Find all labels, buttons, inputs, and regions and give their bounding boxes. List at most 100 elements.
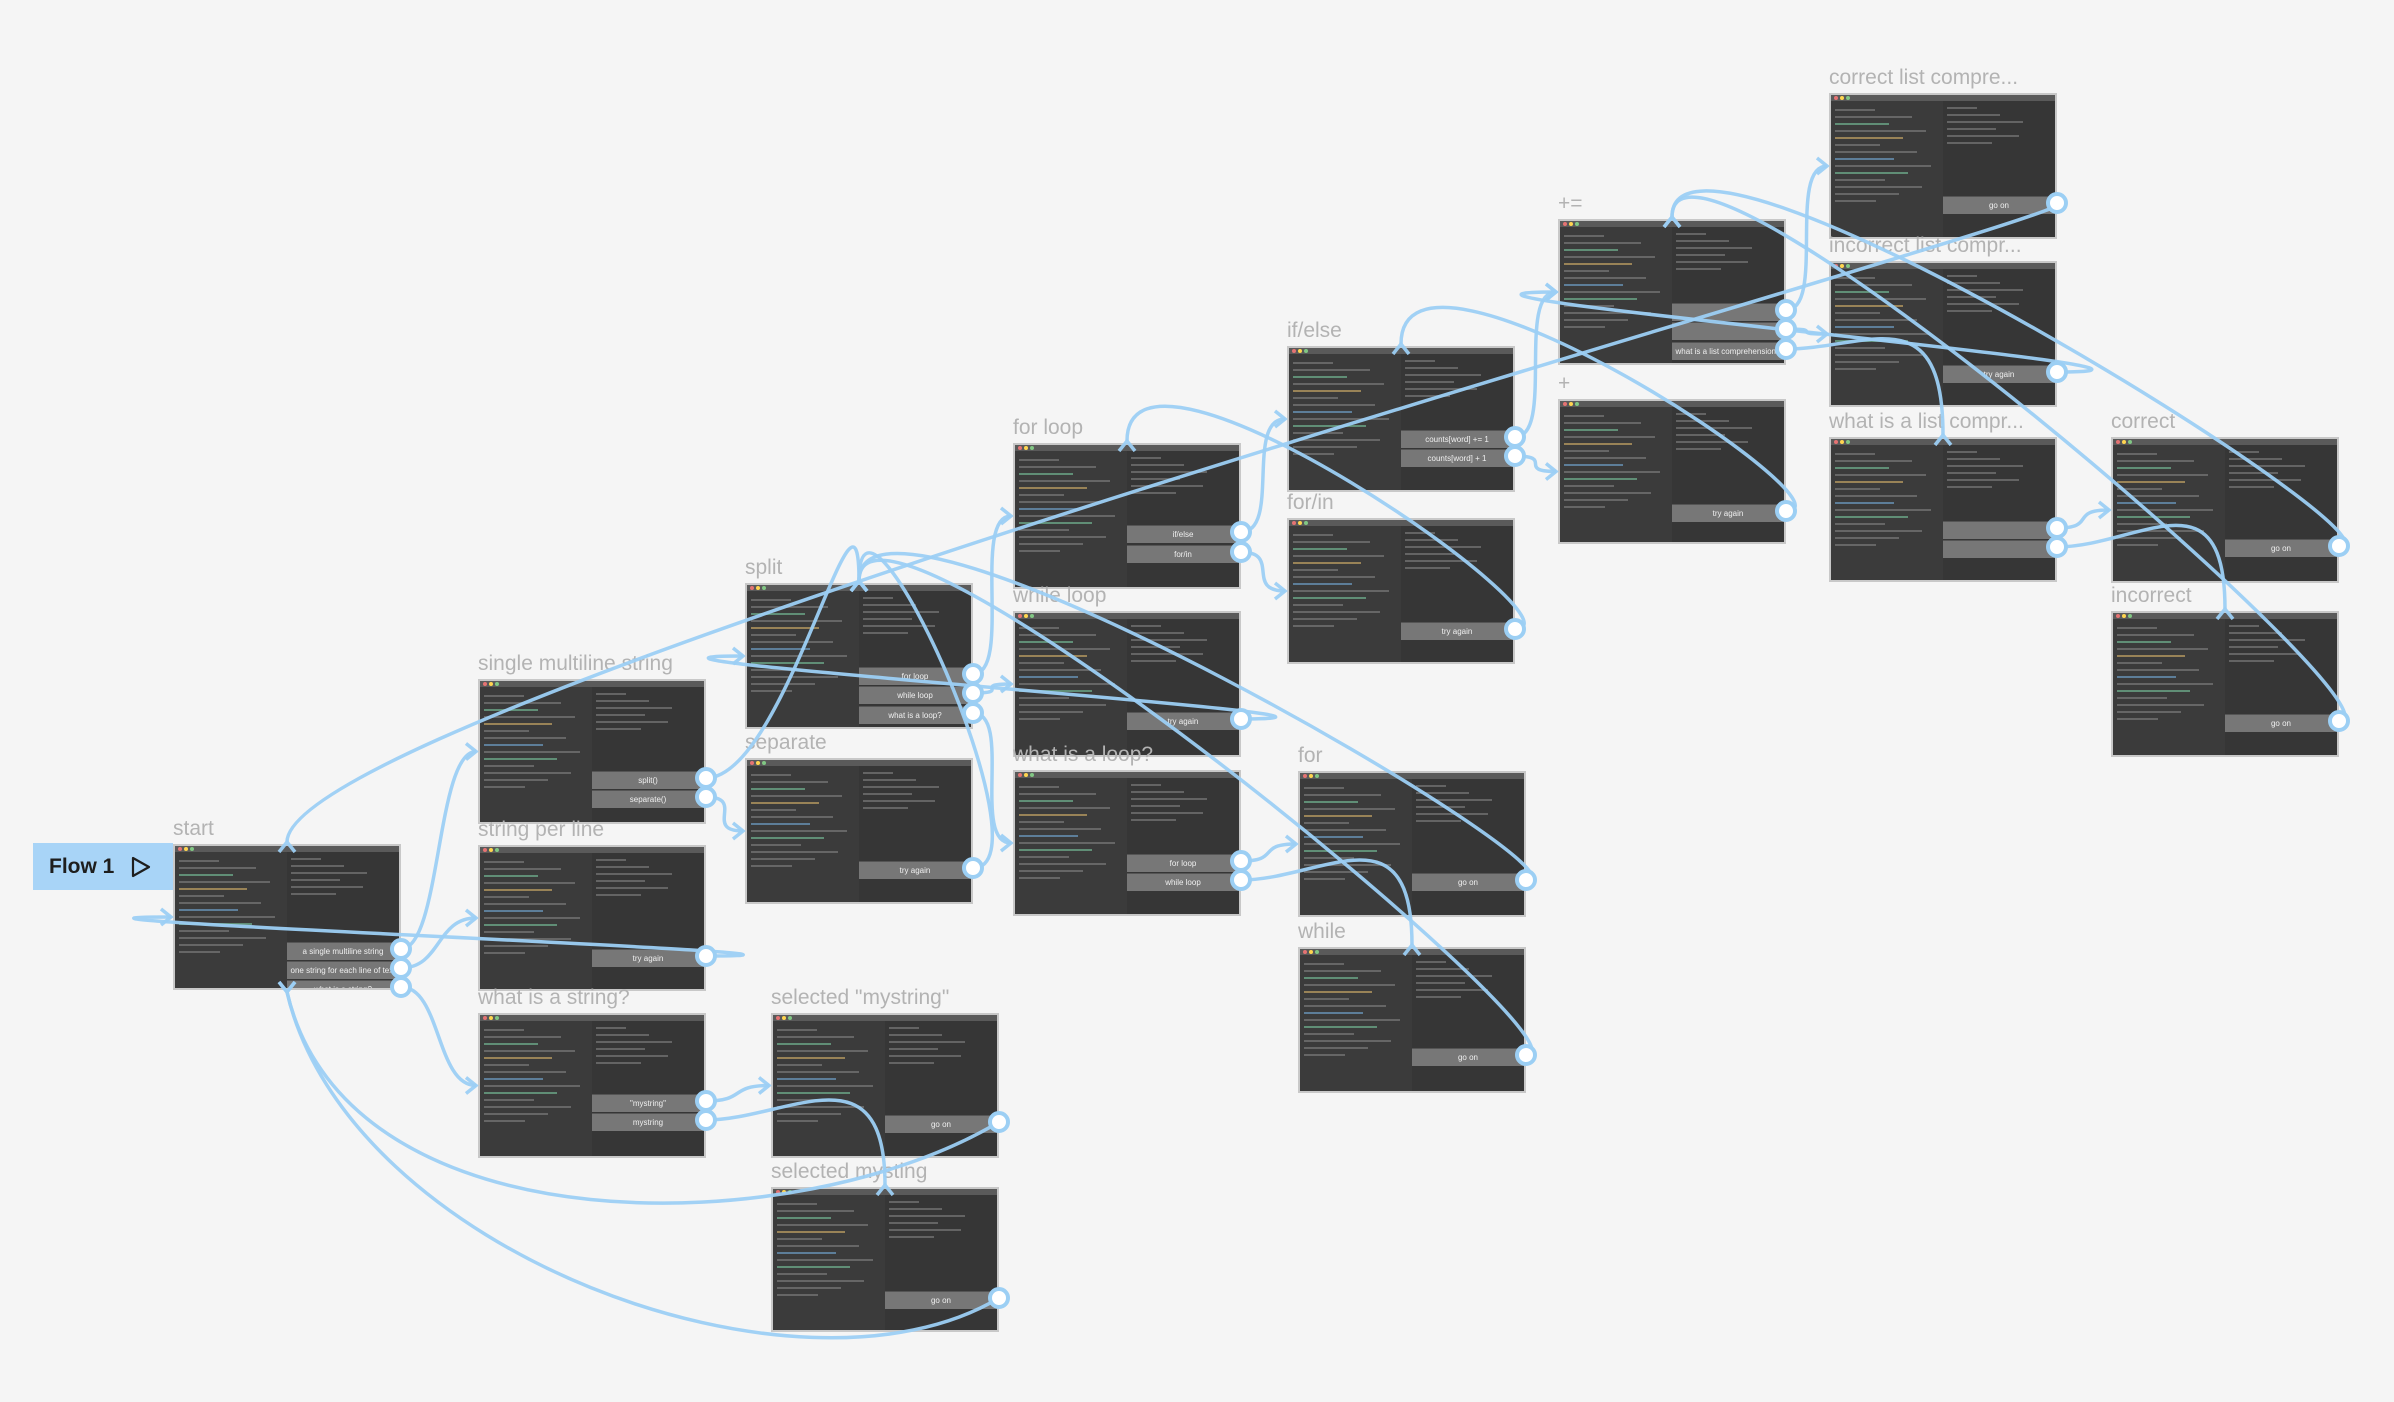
- text-line: [1835, 481, 1903, 483]
- code-pane: [859, 766, 971, 902]
- choice-button[interactable]: for loop: [1127, 854, 1239, 872]
- choice-button[interactable]: go on: [885, 1291, 997, 1309]
- choice-button[interactable]: a single multiline string: [287, 942, 399, 960]
- choice-button[interactable]: [1943, 521, 2055, 539]
- choice-button[interactable]: "mystring": [592, 1094, 704, 1112]
- choice-button[interactable]: try again: [1127, 712, 1239, 730]
- frame-for-loop[interactable]: if/else for/in: [1013, 443, 1241, 589]
- text-line: [484, 1050, 575, 1052]
- frame-selected-mystring-q[interactable]: go on: [771, 1013, 999, 1158]
- text-line: [1293, 576, 1375, 578]
- choice-button[interactable]: while loop: [859, 686, 971, 704]
- choice-button[interactable]: try again: [1943, 365, 2055, 383]
- play-icon[interactable]: [130, 855, 152, 879]
- code-pane: [885, 1021, 997, 1156]
- text-line: [484, 882, 575, 884]
- frame-while[interactable]: go on: [1298, 947, 1526, 1093]
- frame-plus-eq[interactable]: what is a list comprehension?: [1558, 219, 1786, 365]
- text-line: [2117, 460, 2194, 462]
- choice-button[interactable]: one string for each line of text: [287, 961, 399, 979]
- frame-while-loop[interactable]: try again: [1013, 611, 1241, 757]
- frame-plus[interactable]: try again: [1558, 399, 1786, 544]
- choice-button[interactable]: go on: [885, 1115, 997, 1133]
- choice-button[interactable]: if/else: [1127, 525, 1239, 543]
- code-line: [1947, 142, 1992, 144]
- code-line: [1416, 799, 1492, 801]
- text-line: [2117, 488, 2162, 490]
- choice-button[interactable]: separate(): [592, 790, 704, 808]
- choice-button[interactable]: for loop: [859, 667, 971, 685]
- text-line: [777, 1217, 831, 1219]
- choice-button[interactable]: split(): [592, 771, 704, 789]
- choice-button[interactable]: go on: [1412, 873, 1524, 891]
- text-line: [1564, 298, 1637, 300]
- code-line: [2229, 486, 2274, 488]
- text-line: [1564, 415, 1604, 417]
- choice-button[interactable]: counts[word] += 1: [1401, 430, 1513, 448]
- frame-correct[interactable]: go on: [2111, 437, 2339, 583]
- choice-button[interactable]: try again: [1401, 622, 1513, 640]
- frame-single-multiline[interactable]: split()separate(): [478, 679, 706, 824]
- code-line: [1131, 478, 1180, 480]
- text-line: [751, 830, 847, 832]
- choice-button[interactable]: [1672, 322, 1784, 340]
- code-line: [1676, 448, 1721, 450]
- frame-for[interactable]: go on: [1298, 771, 1526, 917]
- text-line: [2117, 474, 2208, 476]
- frame-incorrect-list[interactable]: try again: [1829, 261, 2057, 407]
- choice-button[interactable]: what is a string?: [287, 980, 399, 988]
- flow-starting-point[interactable]: Flow 1: [33, 843, 173, 890]
- instructions-pane: [1300, 779, 1413, 915]
- frame-separate[interactable]: try again: [745, 758, 973, 904]
- frame-selected-mysting[interactable]: go on: [771, 1187, 999, 1332]
- text-line: [484, 1113, 548, 1115]
- text-line: [2117, 495, 2199, 497]
- choice-button[interactable]: mystring: [592, 1113, 704, 1131]
- choice-button[interactable]: try again: [592, 949, 704, 967]
- frame-what-is-list[interactable]: [1829, 437, 2057, 582]
- code-line: [1676, 427, 1752, 429]
- choice-button[interactable]: while loop: [1127, 873, 1239, 891]
- frame-correct-list[interactable]: go on: [1829, 93, 2057, 239]
- text-line: [1293, 583, 1352, 585]
- instructions-pane: [1015, 778, 1128, 914]
- frame-incorrect[interactable]: go on: [2111, 611, 2339, 757]
- code-pane: [1401, 354, 1513, 490]
- text-line: [1293, 611, 1380, 613]
- text-line: [751, 683, 815, 685]
- text-line: [1564, 235, 1604, 237]
- text-line: [1019, 821, 1064, 823]
- choice-button[interactable]: [1943, 540, 2055, 558]
- text-line: [2117, 669, 2199, 671]
- text-line: [777, 1224, 868, 1226]
- frame-what-is-string[interactable]: "mystring"mystring: [478, 1013, 706, 1158]
- choice-button[interactable]: what is a loop?: [859, 706, 971, 724]
- text-line: [1019, 459, 1059, 461]
- text-line: [1835, 502, 1894, 504]
- text-line: [484, 723, 552, 725]
- choice-button[interactable]: [1672, 303, 1784, 321]
- frame-for-in[interactable]: try again: [1287, 518, 1515, 664]
- choice-button[interactable]: try again: [859, 861, 971, 879]
- text-line: [1835, 186, 1922, 188]
- frame-title: what is a string?: [478, 986, 630, 1009]
- text-line: [1019, 508, 1078, 510]
- choice-button[interactable]: go on: [1943, 196, 2055, 214]
- code-line: [863, 597, 893, 599]
- choice-button[interactable]: try again: [1672, 504, 1784, 522]
- text-line: [777, 1092, 850, 1094]
- choice-button[interactable]: go on: [2225, 714, 2337, 732]
- frame-string-per-line[interactable]: try again: [478, 845, 706, 991]
- choice-button[interactable]: go on: [1412, 1048, 1524, 1066]
- choice-button[interactable]: for/in: [1127, 545, 1239, 563]
- choice-button[interactable]: go on: [2225, 539, 2337, 557]
- code-line: [1416, 996, 1461, 998]
- text-line: [2117, 467, 2171, 469]
- choice-button[interactable]: counts[word] + 1: [1401, 449, 1513, 467]
- choice-button[interactable]: what is a list comprehension?: [1672, 342, 1784, 360]
